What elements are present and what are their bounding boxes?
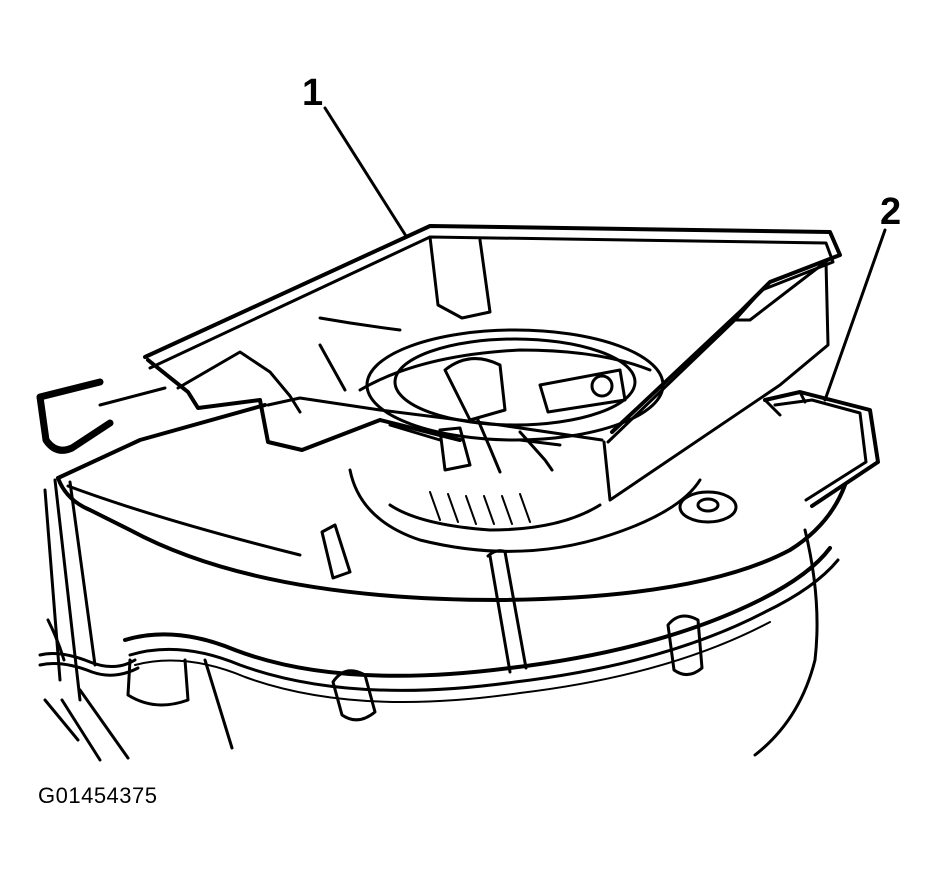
leader-line-1: [323, 106, 408, 238]
left-bracket: [36, 378, 167, 454]
callout-label-2: 2: [880, 191, 902, 233]
blower-housing: [38, 403, 847, 762]
figure-id: G01454375: [38, 783, 158, 808]
upper-case-part-1: [143, 224, 842, 502]
mounting-bracket-part-2: [763, 390, 880, 508]
leader-lines: [323, 106, 887, 402]
leader-line-2: [823, 228, 887, 402]
callout-label-1: 1: [302, 72, 324, 114]
